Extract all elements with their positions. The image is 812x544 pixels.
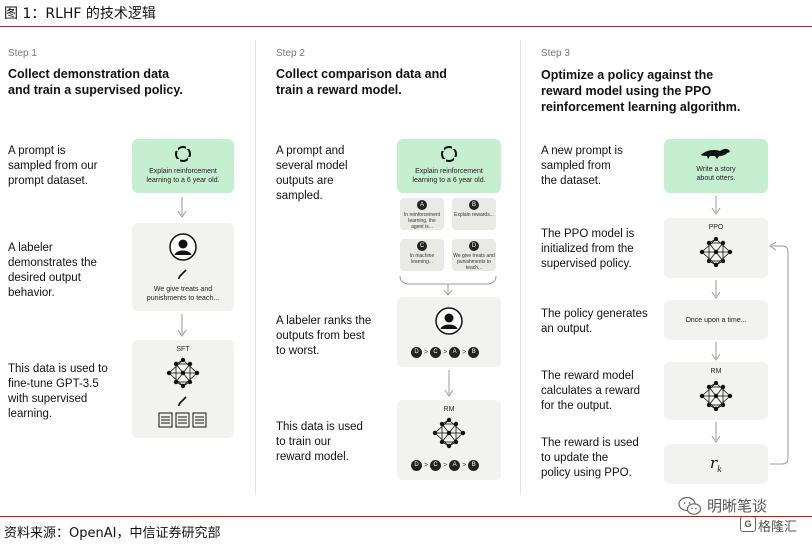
arrow-down-icon <box>711 422 721 443</box>
output-text: Explain rewards... <box>454 212 494 218</box>
output-card-b: B Explain rewards... <box>452 198 496 230</box>
wechat-icon <box>678 496 702 515</box>
gt-sign: > <box>424 349 429 356</box>
output-text: In reinforcement learning, the agent is.… <box>403 212 441 230</box>
step1-desc-prompt: A prompt is sampled from our prompt data… <box>8 145 98 187</box>
output-badge: D <box>469 241 479 251</box>
step3-desc-prompt: A new prompt is sampled from the dataset… <box>541 145 623 187</box>
rank-badge: A <box>449 347 461 358</box>
step1-desc-finetune: This data is used to fine-tune GPT-3.5 w… <box>8 363 108 420</box>
step1-sft-box: SFT <box>132 340 234 438</box>
step3-reward-box: rk <box>664 444 768 484</box>
output-card-a: A In reinforcement learning, the agent i… <box>400 198 444 230</box>
step1-desc-labeler: A labeler demonstrates the desired outpu… <box>8 242 97 299</box>
ranking-row: D > C > A > B <box>411 347 480 358</box>
output-card-d: D We give treats and punishments to teac… <box>452 239 496 271</box>
step2-label: Step 2 <box>276 48 305 59</box>
bottom-rule <box>0 516 812 517</box>
gt-sign: > <box>462 462 467 469</box>
output-text: We give treats and punishments to teach.… <box>453 253 495 271</box>
step2-prompt-box: Explain reinforcement learning to a 6 ye… <box>397 139 501 193</box>
top-rule <box>0 26 812 27</box>
rank-badge: C <box>430 347 442 358</box>
step1-labeler-text: We give treats and punishments to teach.… <box>146 286 220 302</box>
arrow-down-icon <box>444 370 454 397</box>
pencil-icon <box>177 269 187 279</box>
ppo-label: PPO <box>708 224 724 231</box>
watermark-text: 明晰笔谈 <box>707 497 768 515</box>
feedback-loop-arrow-icon <box>769 241 789 465</box>
reward-subscript: k <box>717 465 723 474</box>
rank-badge: C <box>430 460 442 471</box>
figure-title: 图 1：RLHF 的技术逻辑 <box>4 6 156 22</box>
otter-icon <box>701 148 730 159</box>
column-divider <box>255 40 256 495</box>
arrow-down-icon <box>711 196 721 215</box>
sft-label: SFT <box>176 346 190 353</box>
gt-sign: > <box>462 349 467 356</box>
step2-rm-box: RM D > C > A > B <box>397 400 501 480</box>
output-badge: C <box>417 241 427 251</box>
step2-ranking-box: D > C > A > B <box>397 297 501 367</box>
step2-desc-ranks: A labeler ranks the outputs from best to… <box>276 315 372 357</box>
reward-symbol: rk <box>710 454 722 474</box>
output-text: In machine learning... <box>409 253 435 265</box>
step3-prompt-box: Write a story about otters. <box>664 139 768 193</box>
step3-desc-ppo: The PPO model is initialized from the su… <box>541 228 635 270</box>
step2-prompt-text: Explain reinforcement learning to a 6 ye… <box>412 168 486 184</box>
step2-title: Collect comparison data and train a rewa… <box>276 67 447 97</box>
step3-ppo-box: PPO <box>664 218 768 278</box>
step1-prompt-box: Explain reinforcement learning to a 6 ye… <box>132 139 234 193</box>
bracket-arrow-icon <box>399 275 497 296</box>
person-icon <box>435 307 463 335</box>
reward-r: r <box>710 454 718 472</box>
neural-network-icon <box>699 380 733 412</box>
arrow-down-icon <box>177 197 187 218</box>
step3-output-box: Once upon a time... <box>664 300 768 340</box>
rank-badge: A <box>449 460 461 471</box>
step3-label: Step 3 <box>541 48 570 59</box>
documents-icon <box>158 412 207 428</box>
rm-label: RM <box>710 368 722 375</box>
gt-sign: > <box>424 462 429 469</box>
rank-badge: B <box>468 460 480 471</box>
step2-desc-sampled: A prompt and several model outputs are s… <box>276 145 348 202</box>
refresh-icon <box>441 146 457 162</box>
step3-title: Optimize a policy against the reward mod… <box>541 68 741 114</box>
step3-prompt-text: Write a story about otters. <box>696 166 736 182</box>
ranking-row: D > C > A > B <box>411 460 480 471</box>
person-icon <box>169 233 197 261</box>
rank-badge: B <box>468 347 480 358</box>
output-card-c: C In machine learning... <box>400 239 444 271</box>
arrow-down-icon <box>177 314 187 337</box>
step3-desc-reward: The reward model calculates a reward for… <box>541 370 641 412</box>
step1-label: Step 1 <box>8 48 37 59</box>
step2-desc-trains: This data is used to train our reward mo… <box>276 421 363 463</box>
gt-sign: > <box>443 462 448 469</box>
neural-network-icon <box>432 417 466 449</box>
step1-title: Collect demonstration data and train a s… <box>8 67 183 97</box>
gelonghui-logo-icon: G <box>740 516 756 532</box>
pencil-icon <box>177 396 187 406</box>
neural-network-icon <box>699 236 733 268</box>
arrow-down-icon <box>711 280 721 299</box>
gt-sign: > <box>443 349 448 356</box>
column-divider <box>520 40 521 495</box>
step3-desc-output: The policy generates an output. <box>541 308 648 335</box>
arrow-down-icon <box>711 342 721 361</box>
output-badge: A <box>417 200 427 210</box>
rank-badge: D <box>411 460 422 471</box>
neural-network-icon <box>166 357 200 389</box>
output-badge: B <box>469 200 479 210</box>
step1-prompt-text: Explain reinforcement learning to a 6 ye… <box>146 168 220 184</box>
rm-label: RM <box>443 406 455 413</box>
watermark-text-2: 格隆汇 <box>758 520 798 535</box>
refresh-icon <box>175 146 191 162</box>
step3-output-text: Once upon a time... <box>685 317 747 324</box>
step3-rm-box: RM <box>664 362 768 420</box>
figure-source: 资料来源：OpenAI，中信证券研究部 <box>4 526 221 541</box>
step1-labeler-box: We give treats and punishments to teach.… <box>132 223 234 311</box>
step3-desc-update: The reward is used to update the policy … <box>541 437 639 479</box>
rank-badge: D <box>411 347 422 358</box>
